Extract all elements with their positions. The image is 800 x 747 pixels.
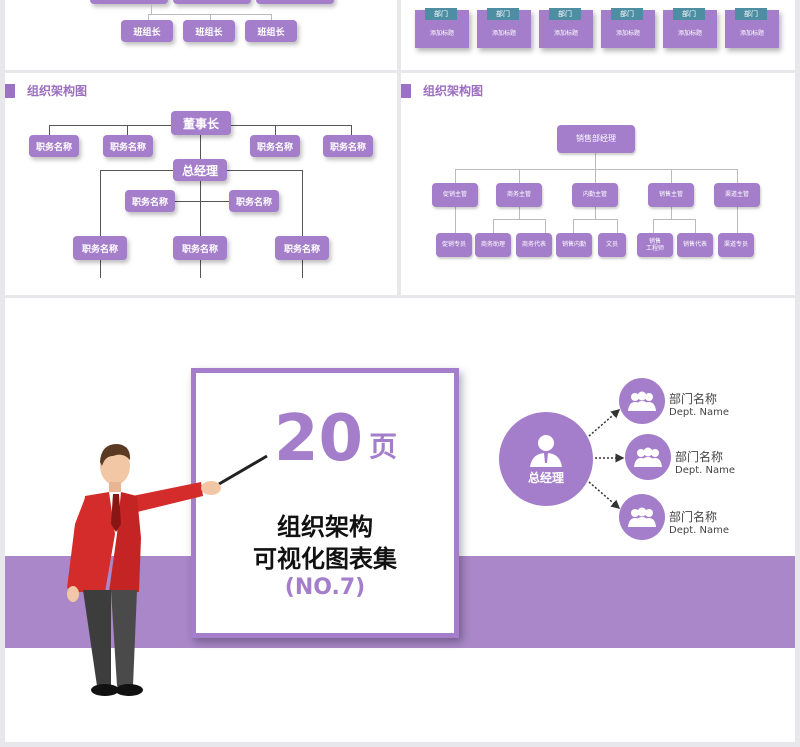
dept-label: 添加标题	[553, 30, 578, 37]
dept-circle	[619, 494, 665, 540]
org-chart-right: 组织架构图 销售部经理 促销主管 商务主管 内勤主管 销售主管 渠道主管 促销专…	[401, 73, 795, 295]
chairman-node: 董事长	[171, 111, 231, 135]
hero-code: (NO.7)	[284, 575, 366, 600]
dept-name: 部门名称	[669, 392, 718, 406]
manager-node: 商务主管	[496, 183, 542, 207]
org-chart-left: 组织架构图 董事长 职务名称 职务名称 职务名称 职务名称 总经理 职务名称 职…	[5, 73, 397, 295]
dept-label: 添加标题	[429, 30, 454, 37]
dept-circle	[625, 434, 671, 480]
dept-card: 部门添加标题	[539, 8, 593, 48]
manager-node: 内勤主管	[572, 183, 618, 207]
team-leader-node: 班组长	[183, 20, 235, 42]
position-node: 职务名称	[323, 135, 373, 157]
position-node: 职务名称	[73, 236, 127, 260]
group-icon	[628, 391, 656, 411]
staff-node: 文员	[598, 233, 626, 257]
position-node: 职务名称	[173, 236, 227, 260]
manager-node: 销售主管	[648, 183, 694, 207]
section-title-text: 组织架构图	[27, 84, 88, 98]
top-left-panel: 班组长 班组长 班组长	[5, 0, 397, 70]
staff-node: 商务助理	[475, 233, 511, 257]
dept-card: 部门添加标题	[725, 8, 779, 48]
dept-tag: 部门	[425, 8, 457, 20]
gm-node: 总经理	[173, 159, 227, 181]
position-node: 职务名称	[125, 190, 175, 212]
dept-card: 部门添加标题	[477, 8, 531, 48]
presenter-figure	[67, 444, 221, 696]
page-count-unit: 页	[369, 430, 398, 463]
position-node: 职务名称	[103, 135, 153, 157]
group-icon	[634, 447, 662, 467]
page-count-number: 20	[274, 402, 364, 476]
dept-label: 添加标题	[739, 30, 764, 37]
staff-node: 销售 工程师	[637, 233, 673, 257]
group-icon	[628, 507, 656, 527]
dept-en: Dept. Name	[669, 407, 729, 418]
team-leader-node: 班组长	[245, 20, 297, 42]
manager-node: 促销主管	[432, 183, 478, 207]
dept-en: Dept. Name	[669, 525, 729, 536]
top-right-panel: 部门添加标题 部门添加标题 部门添加标题 部门添加标题 部门添加标题 部门添加标…	[401, 0, 795, 70]
title-marker	[401, 83, 411, 98]
cropped-node	[173, 0, 251, 4]
cropped-node	[90, 0, 168, 4]
staff-node: 促销专员	[436, 233, 472, 257]
dept-name: 部门名称	[669, 510, 718, 524]
root-node: 销售部经理	[557, 125, 635, 153]
dept-label-group: 部门名称 Dept. Name	[669, 390, 729, 418]
position-node: 职务名称	[229, 190, 279, 212]
hero-line1: 组织架构	[277, 513, 373, 541]
dept-label-group: 部门名称 Dept. Name	[675, 448, 735, 476]
dept-circle	[619, 378, 665, 424]
dept-tag: 部门	[673, 8, 705, 20]
position-node: 职务名称	[275, 236, 329, 260]
dept-label: 添加标题	[491, 30, 516, 37]
dept-label: 添加标题	[615, 30, 640, 37]
section-title: 组织架构图	[401, 82, 483, 99]
dept-label: 添加标题	[677, 30, 702, 37]
gm-badge: 总经理	[499, 412, 593, 506]
staff-node: 销售代表	[677, 233, 713, 257]
title-card: 20 页 组织架构 可视化图表集 (NO.7)	[191, 368, 459, 638]
title-marker	[5, 83, 15, 98]
dept-name: 部门名称	[675, 450, 724, 464]
page-count: 20 页	[274, 407, 397, 471]
manager-node: 渠道主管	[714, 183, 760, 207]
dept-label-group: 部门名称 Dept. Name	[669, 508, 729, 536]
dept-card: 部门添加标题	[415, 8, 469, 48]
hero-panel: 20 页 组织架构 可视化图表集 (NO.7)	[5, 298, 795, 742]
dept-card: 部门添加标题	[663, 8, 717, 48]
hero-line2: 可视化图表集	[253, 545, 397, 573]
dept-tag: 部门	[487, 8, 519, 20]
cropped-node	[256, 0, 334, 4]
dept-en: Dept. Name	[675, 465, 735, 476]
staff-node: 商务代表	[516, 233, 552, 257]
staff-node: 销售内勤	[556, 233, 592, 257]
dotted-arrows	[588, 409, 625, 509]
dept-tag: 部门	[735, 8, 767, 20]
section-title: 组织架构图	[5, 82, 87, 99]
gm-badge-label: 总经理	[527, 470, 564, 485]
dept-tag: 部门	[611, 8, 643, 20]
dept-tag: 部门	[549, 8, 581, 20]
section-title-text: 组织架构图	[423, 84, 484, 98]
person-icon	[530, 434, 562, 467]
dept-card: 部门添加标题	[601, 8, 655, 48]
position-node: 职务名称	[250, 135, 300, 157]
team-leader-node: 班组长	[121, 20, 173, 42]
staff-node: 渠道专员	[718, 233, 754, 257]
position-node: 职务名称	[29, 135, 79, 157]
